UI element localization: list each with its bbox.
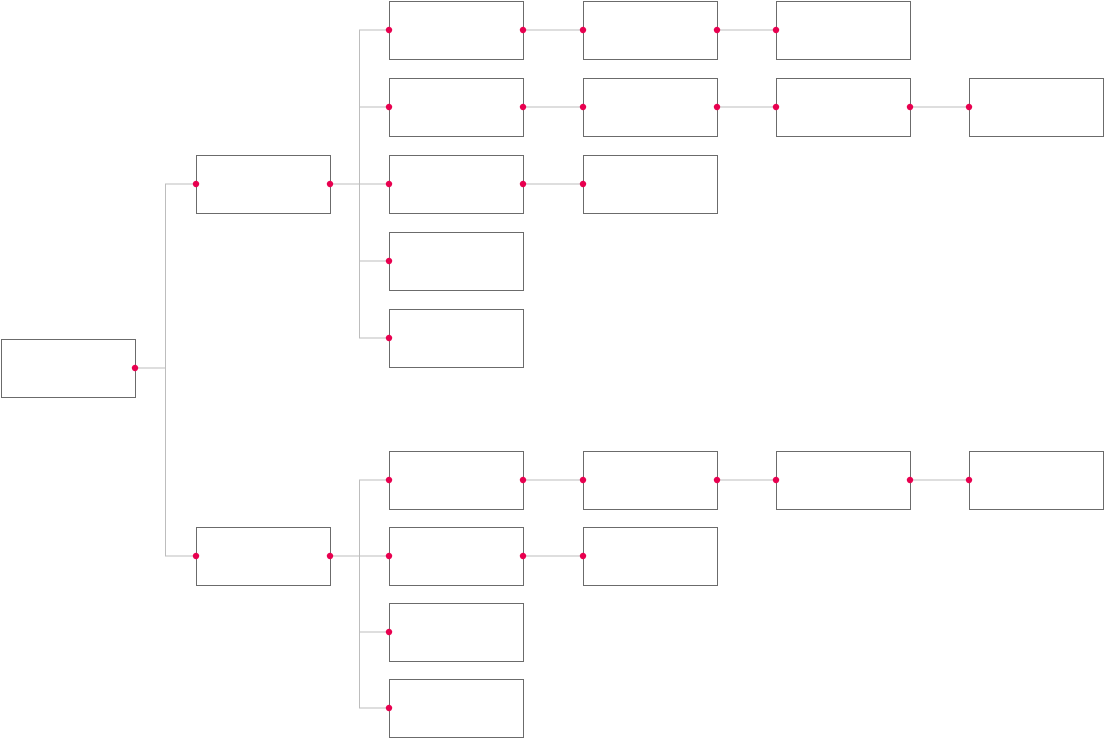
input-port[interactable] xyxy=(772,103,780,111)
input-port[interactable] xyxy=(385,476,393,484)
output-port[interactable] xyxy=(519,103,527,111)
port-layer xyxy=(131,26,973,712)
input-port[interactable] xyxy=(385,704,393,712)
node-box[interactable] xyxy=(389,309,524,368)
tree-node-a1-1-1[interactable] xyxy=(776,1,911,60)
node-box[interactable] xyxy=(1,339,136,398)
input-port[interactable] xyxy=(965,476,973,484)
output-port[interactable] xyxy=(906,103,914,111)
input-port[interactable] xyxy=(192,552,200,560)
input-port[interactable] xyxy=(385,103,393,111)
node-box[interactable] xyxy=(776,78,911,137)
tree-node-a1[interactable] xyxy=(389,1,524,60)
output-port[interactable] xyxy=(326,552,334,560)
node-box[interactable] xyxy=(583,1,718,60)
tree-node-a3[interactable] xyxy=(389,155,524,214)
output-port[interactable] xyxy=(131,364,139,372)
node-box[interactable] xyxy=(969,78,1104,137)
input-port[interactable] xyxy=(385,26,393,34)
node-box[interactable] xyxy=(776,1,911,60)
tree-node-a2-1-1-1[interactable] xyxy=(969,78,1104,137)
node-box[interactable] xyxy=(196,527,331,586)
node-box[interactable] xyxy=(389,527,524,586)
tree-node-b1-1-1[interactable] xyxy=(776,451,911,510)
tree-node-b1-1[interactable] xyxy=(583,451,718,510)
tree-node-a4[interactable] xyxy=(389,232,524,291)
connector-layer xyxy=(135,29,969,709)
input-port[interactable] xyxy=(385,180,393,188)
tree-node-a5[interactable] xyxy=(389,309,524,368)
node-box[interactable] xyxy=(196,155,331,214)
output-port[interactable] xyxy=(906,476,914,484)
node-box[interactable] xyxy=(583,78,718,137)
tree-node-a2-1[interactable] xyxy=(583,78,718,137)
input-port[interactable] xyxy=(385,552,393,560)
input-port[interactable] xyxy=(192,180,200,188)
input-port[interactable] xyxy=(385,257,393,265)
node-box[interactable] xyxy=(583,527,718,586)
tree-node-b4[interactable] xyxy=(389,679,524,738)
output-port[interactable] xyxy=(519,552,527,560)
node-box[interactable] xyxy=(389,1,524,60)
input-port[interactable] xyxy=(579,103,587,111)
node-box[interactable] xyxy=(389,78,524,137)
node-box[interactable] xyxy=(389,232,524,291)
node-box[interactable] xyxy=(389,679,524,738)
input-port[interactable] xyxy=(385,334,393,342)
tree-node-a3-1[interactable] xyxy=(583,155,718,214)
tree-node-a1-1[interactable] xyxy=(583,1,718,60)
node-box[interactable] xyxy=(389,603,524,662)
node-box[interactable] xyxy=(389,155,524,214)
output-port[interactable] xyxy=(326,180,334,188)
tree-node-b1[interactable] xyxy=(389,451,524,510)
tree-node-a2[interactable] xyxy=(389,78,524,137)
node-box[interactable] xyxy=(583,451,718,510)
input-port[interactable] xyxy=(579,476,587,484)
input-port[interactable] xyxy=(965,103,973,111)
output-port[interactable] xyxy=(519,476,527,484)
node-box[interactable] xyxy=(389,451,524,510)
output-port[interactable] xyxy=(713,103,721,111)
output-port[interactable] xyxy=(713,26,721,34)
input-port[interactable] xyxy=(385,628,393,636)
input-port[interactable] xyxy=(579,552,587,560)
tree-node-b1-1-1-1[interactable] xyxy=(969,451,1104,510)
node-box[interactable] xyxy=(776,451,911,510)
output-port[interactable] xyxy=(519,26,527,34)
node-box[interactable] xyxy=(969,451,1104,510)
tree-node-b2-1[interactable] xyxy=(583,527,718,586)
output-port[interactable] xyxy=(519,180,527,188)
tree-node-a[interactable] xyxy=(196,155,331,214)
tree-node-root[interactable] xyxy=(1,339,136,398)
node-box[interactable] xyxy=(583,155,718,214)
input-port[interactable] xyxy=(579,26,587,34)
tree-node-b3[interactable] xyxy=(389,603,524,662)
tree-node-b2[interactable] xyxy=(389,527,524,586)
input-port[interactable] xyxy=(772,476,780,484)
output-port[interactable] xyxy=(713,476,721,484)
input-port[interactable] xyxy=(772,26,780,34)
tree-node-a2-1-1[interactable] xyxy=(776,78,911,137)
input-port[interactable] xyxy=(579,180,587,188)
tree-node-b[interactable] xyxy=(196,527,331,586)
